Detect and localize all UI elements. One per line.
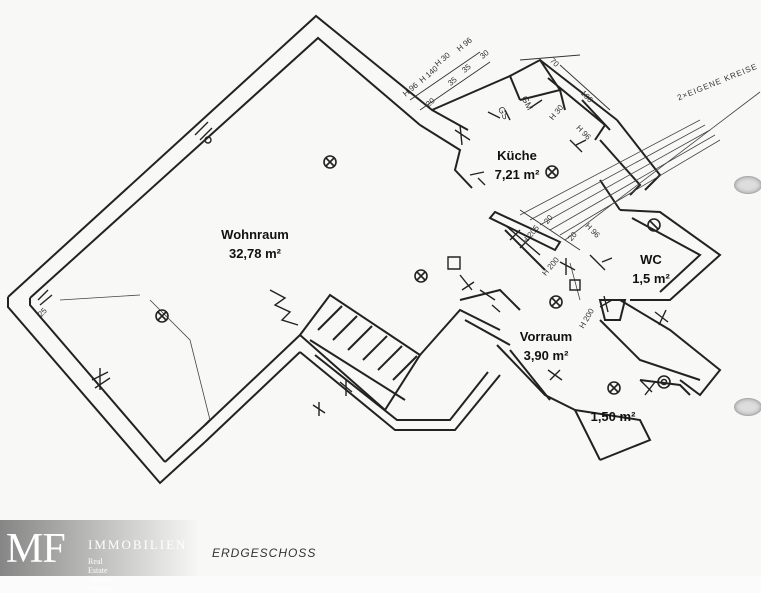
wc-wall	[619, 209, 722, 301]
outlet-icon	[599, 295, 613, 313]
outlet-icon	[504, 224, 541, 256]
logo-tagline: Real Estate Agency Vienna	[88, 557, 113, 593]
punch-hole	[734, 176, 761, 194]
outlet-icon	[529, 99, 543, 109]
living-room-inner-wall	[29, 36, 421, 299]
ceiling-light-icon	[607, 381, 621, 395]
outlet-icon	[487, 109, 511, 121]
outlet-icon	[469, 171, 486, 186]
floor-plan	[7, 14, 761, 485]
logo-backdrop	[0, 520, 200, 576]
room-area: 32,78 m²	[228, 246, 282, 261]
ceiling-light-icon	[545, 165, 559, 179]
outlet-icon	[454, 124, 471, 146]
ceiling-light-icon	[414, 269, 428, 283]
logo-mark: MF	[6, 526, 66, 572]
room-area: 3,90 m²	[523, 348, 569, 363]
room-name: Wohnraum	[221, 227, 289, 242]
outlet-icon	[547, 369, 563, 381]
room-label-wohnraum: Wohnraum 32,78 m²	[205, 225, 305, 263]
ceiling-light-icon	[155, 309, 169, 323]
room-name: Vorraum	[519, 329, 573, 344]
outlet-icon	[639, 379, 656, 396]
outlet-icon	[269, 289, 299, 326]
outlet-icon	[339, 380, 353, 396]
kitchen-wall	[419, 124, 473, 189]
floor-label: ERDGESCHOSS	[212, 546, 317, 560]
ceiling-light-icon	[549, 295, 563, 309]
outlet-icon	[312, 402, 326, 416]
ceiling-light-icon	[647, 218, 661, 232]
hall-wall	[459, 288, 521, 311]
room-area: 7,21 m²	[494, 167, 540, 182]
outlet-icon	[447, 256, 461, 270]
outlet-icon	[654, 309, 669, 326]
room-name: Küche	[497, 148, 537, 163]
room-name: WC	[640, 252, 662, 267]
punch-hole	[734, 398, 761, 416]
logo-name: IMMOBILIEN	[88, 537, 188, 552]
outlet-icon	[569, 139, 587, 153]
outlet-icon	[37, 289, 53, 306]
outlet-icon	[91, 368, 111, 390]
room-area: 1,50 m²	[590, 409, 636, 424]
room-label-kueche: Küche 7,21 m²	[482, 146, 552, 184]
outlet-icon	[589, 254, 613, 271]
ceiling-light-icon	[323, 155, 337, 169]
outlet-icon	[194, 121, 213, 144]
outlet-icon	[459, 274, 475, 291]
room-label-vorraum: Vorraum 3,90 m²	[507, 327, 585, 365]
room-area: 1,5 m²	[632, 271, 670, 286]
small-room-wall	[574, 409, 652, 461]
outlet-icon	[559, 258, 576, 275]
outlet-icon	[479, 289, 501, 313]
outlet-icon	[569, 279, 581, 291]
ceiling-light-icon	[657, 375, 671, 389]
room-label-wc: WC 1,5 m²	[625, 250, 677, 288]
room-label-small: 1,50 m²	[580, 407, 646, 426]
